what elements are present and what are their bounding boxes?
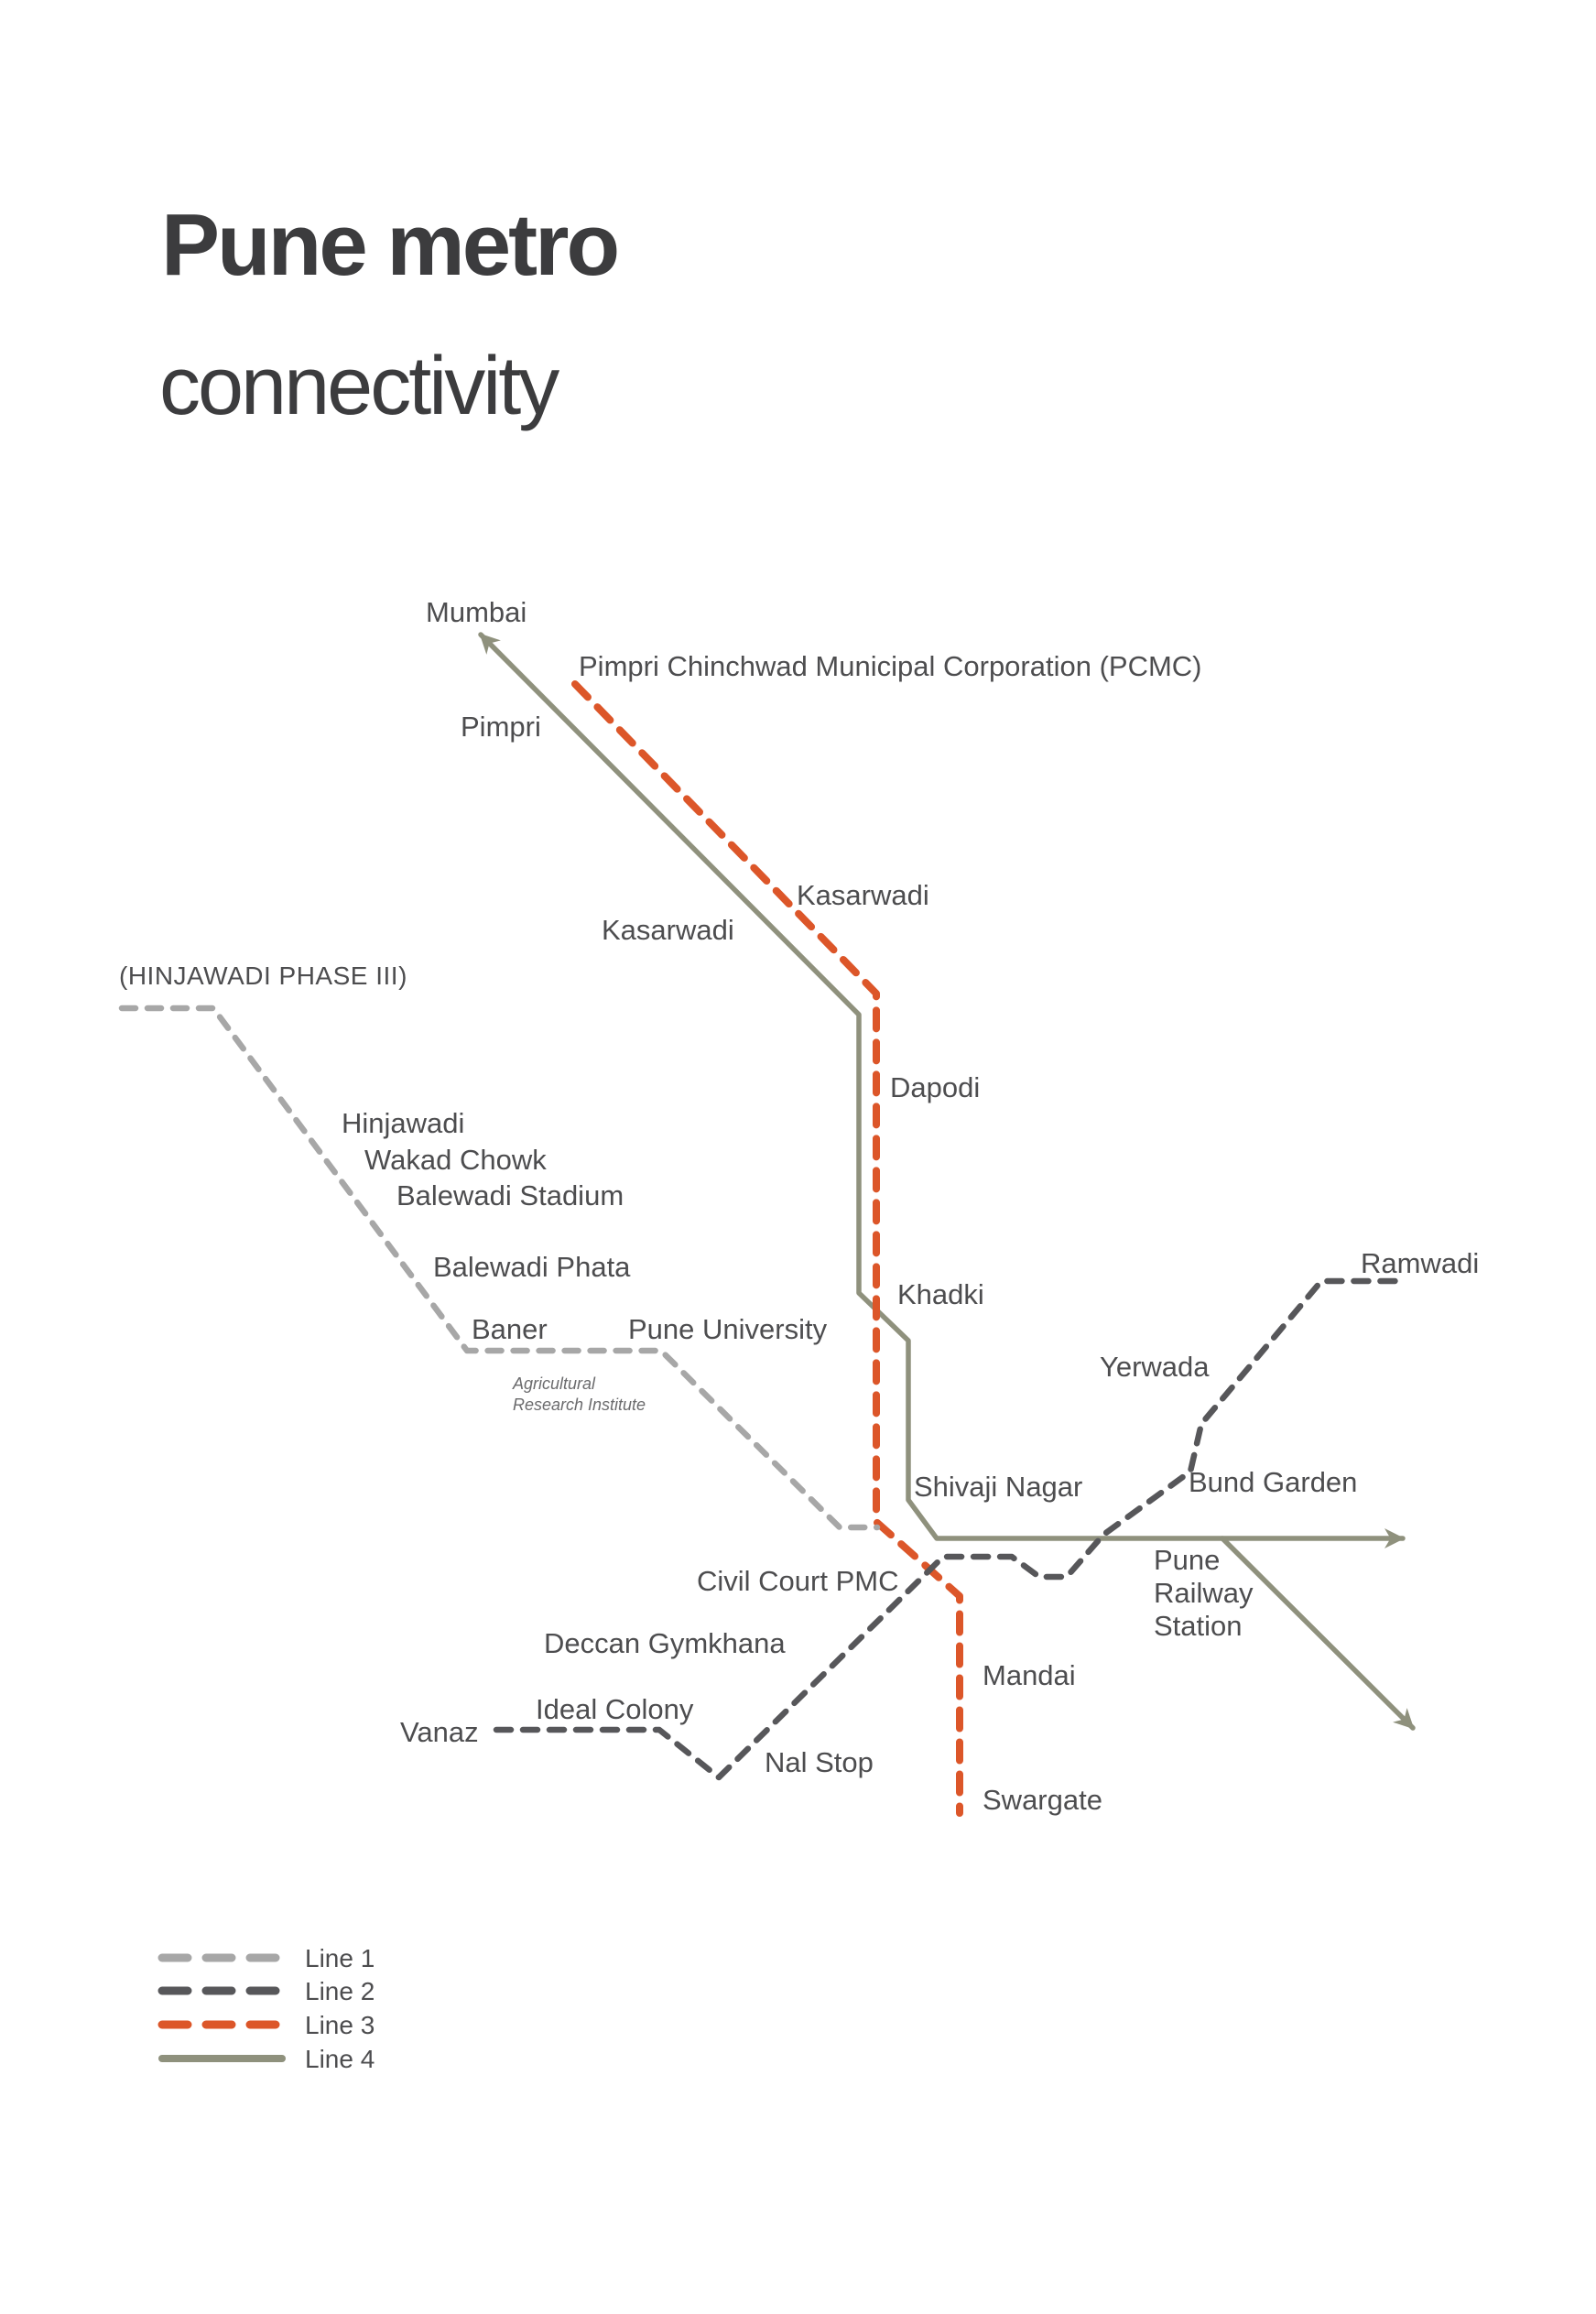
station-label-pune-railway-station-line1: Pune (1154, 1544, 1220, 1576)
line2-route (493, 1277, 1408, 1781)
legend-line1-label: Line 1 (305, 1944, 375, 1972)
station-label-ideal-colony: Ideal Colony (536, 1693, 694, 1725)
station-label-balewadi-phata: Balewadi Phata (433, 1251, 631, 1283)
station-label-swargate: Swargate (983, 1784, 1102, 1816)
legend: Line 1 Line 2 Line 3 Line 4 (157, 1944, 375, 2073)
line4-branch-route (1220, 1536, 1416, 1731)
station-label-nal-stop: Nal Stop (765, 1746, 874, 1778)
station-label-hinjawadi: Hinjawadi (342, 1107, 464, 1139)
station-label-bund-garden: Bund Garden (1189, 1466, 1357, 1498)
station-label-pimpri: Pimpri (461, 711, 541, 743)
station-label-vanaz: Vanaz (400, 1716, 479, 1748)
station-label-ramwadi: Ramwadi (1361, 1247, 1479, 1279)
station-label-pune-railway-station-line2: Railway (1154, 1577, 1254, 1609)
station-label-civil-court-pmc: Civil Court PMC (697, 1565, 898, 1597)
station-label-pune-railway-station-line3: Station (1154, 1610, 1243, 1642)
station-label-baner: Baner (472, 1313, 548, 1345)
station-label-deccan-gymkhana: Deccan Gymkhana (544, 1627, 786, 1659)
station-label-pune-university: Pune University (628, 1313, 828, 1345)
line3-route (571, 680, 963, 1817)
station-label-wakad-chowk: Wakad Chowk (364, 1144, 547, 1176)
page-subtitle: connectivity (159, 341, 559, 432)
page-title: Pune metro (161, 196, 617, 294)
station-label-hinjawadi-phase3: (HINJAWADI PHASE III) (119, 961, 407, 990)
station-label-kasarwadi-line4: Kasarwadi (602, 914, 734, 946)
legend-line3-label: Line 3 (305, 2011, 375, 2039)
legend-line4-label: Line 4 (305, 2045, 375, 2073)
station-label-balewadi-stadium: Balewadi Stadium (396, 1179, 624, 1211)
line4-route (478, 632, 1406, 1548)
station-label-agricultural-research-institute-line2: Research Institute (513, 1396, 646, 1414)
station-label-khadki: Khadki (897, 1278, 984, 1310)
station-label-mandai: Mandai (983, 1659, 1076, 1691)
station-label-agricultural-research-institute-line1: Agricultural (512, 1374, 596, 1393)
station-label-pcmc: Pimpri Chinchwad Municipal Corporation (… (579, 650, 1202, 682)
station-label-kasarwadi-line3: Kasarwadi (797, 879, 929, 911)
line1-route (118, 1005, 881, 1531)
station-label-yerwada: Yerwada (1100, 1351, 1210, 1383)
station-label-mumbai: Mumbai (426, 596, 527, 628)
legend-line2-label: Line 2 (305, 1977, 375, 2005)
station-label-dapodi: Dapodi (890, 1071, 980, 1103)
station-label-shivaji-nagar: Shivaji Nagar (914, 1471, 1082, 1503)
